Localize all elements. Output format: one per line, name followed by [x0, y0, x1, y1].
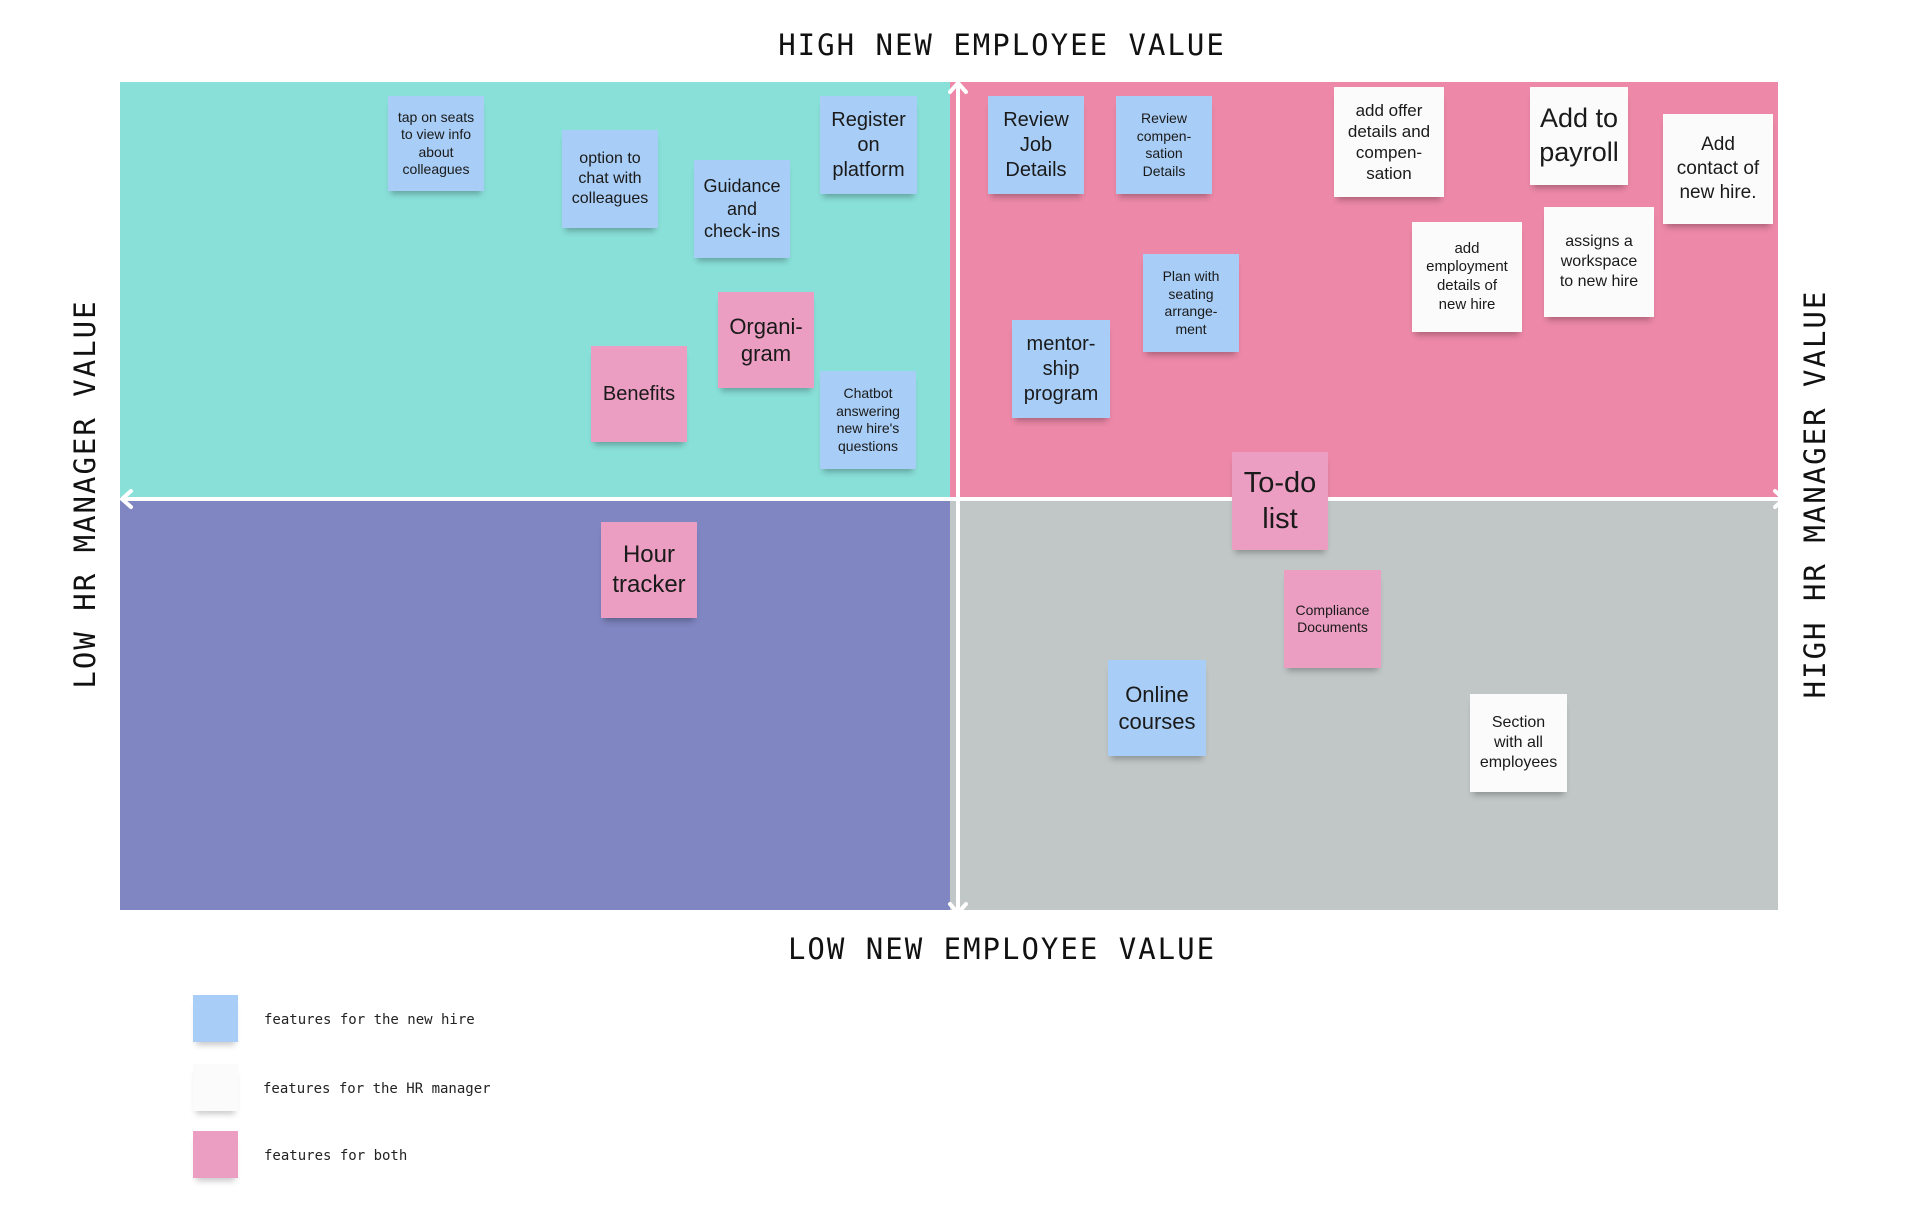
note-plan-with-seating[interactable]: Plan with seating arrange- ment: [1143, 254, 1239, 352]
quadrant-bottom-right: [950, 497, 1778, 910]
note-add-to-payroll[interactable]: Add to payroll: [1530, 87, 1628, 185]
axis-label-high-new-employee-value: HIGH NEW EMPLOYEE VALUE: [778, 28, 1226, 62]
note-add-employment-details[interactable]: add employment details of new hire: [1412, 222, 1522, 332]
legend-label-new-hire: features for the new hire: [264, 1012, 475, 1028]
note-benefits[interactable]: Benefits: [591, 346, 687, 442]
legend-swatch-new-hire: [193, 995, 238, 1042]
note-section-with-all-employees[interactable]: Section with all employees: [1470, 694, 1567, 792]
quadrant-bottom-left: [120, 497, 950, 910]
axis-label-low-new-employee-value: LOW NEW EMPLOYEE VALUE: [787, 932, 1217, 966]
note-organigram[interactable]: Organi- gram: [718, 292, 814, 388]
note-review-compensation-details[interactable]: Review compen- sation Details: [1116, 96, 1212, 194]
note-guidance-check-ins[interactable]: Guidance and check-ins: [694, 160, 790, 258]
axis-label-low-hr-manager-value: LOW HR MANAGER VALUE: [68, 299, 102, 689]
note-assigns-workspace[interactable]: assigns a workspace to new hire: [1544, 207, 1654, 317]
legend-label-hr-manager: features for the HR manager: [263, 1081, 491, 1097]
note-tap-on-seats[interactable]: tap on seats to view info about colleagu…: [388, 96, 484, 191]
note-mentorship-program[interactable]: mentor- ship program: [1012, 320, 1110, 418]
note-online-courses[interactable]: Online courses: [1108, 660, 1206, 756]
note-add-offer-details[interactable]: add offer details and compen- sation: [1334, 87, 1444, 197]
note-hour-tracker[interactable]: Hour tracker: [601, 522, 697, 618]
legend-label-both: features for both: [264, 1148, 408, 1164]
note-to-do-list[interactable]: To-do list: [1232, 452, 1328, 550]
note-register-on-platform[interactable]: Register on platform: [820, 96, 917, 194]
axis-label-high-hr-manager-value: HIGH HR MANAGER VALUE: [1798, 289, 1832, 699]
note-option-to-chat[interactable]: option to chat with colleagues: [562, 130, 658, 228]
note-compliance-documents[interactable]: Compliance Documents: [1284, 570, 1381, 668]
legend-swatch-hr-manager: [193, 1064, 238, 1111]
note-review-job-details[interactable]: Review Job Details: [988, 96, 1084, 194]
note-add-contact-of-new-hire[interactable]: Add contact of new hire.: [1663, 114, 1773, 224]
legend-swatch-both: [193, 1131, 238, 1178]
quadrant-top-left: [120, 82, 950, 497]
note-chatbot[interactable]: Chatbot answering new hire's questions: [820, 371, 916, 469]
